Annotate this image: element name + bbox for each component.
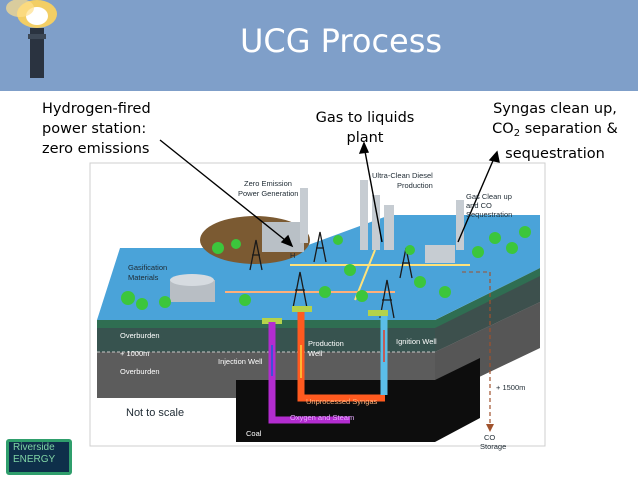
logo-line: ENERGY [13,454,56,465]
label-depth-1000: + 1000m [120,349,149,358]
callout-line: Hydrogen-fired [42,101,151,117]
label-depth-1500: + 1500m [496,383,525,392]
label-coal: Coal [246,429,262,438]
co-text: CO [492,121,514,137]
gtl-tower [372,195,380,250]
gasification-tank [170,280,215,302]
label-zero-emission: Zero Emission [244,179,292,188]
label-oxygen-steam: Oxygen and Steam [290,413,354,422]
label-h2: H [290,251,295,260]
label-ultra-clean: Ultra-Clean Diesel [372,171,433,180]
callout-line: Syngas clean up, [493,101,617,117]
label-overburden-bottom: Overburden [120,367,160,376]
label-zero-emission: Power Generation [238,189,298,198]
surface-edge [97,268,540,328]
callout-line: power station: [42,121,147,137]
cleanup-tower [456,200,464,250]
logo-line: Riverside [13,442,55,453]
gas-flare-icon [6,0,57,78]
title-bar [0,0,638,91]
cleanup-plant [425,245,455,263]
callout-line: sequestration [505,146,605,162]
riverside-energy-logo: Riverside ENERGY [6,439,72,475]
overburden-lower-layer [97,302,540,398]
gtl-tower [360,180,368,250]
production-well-pipe [297,312,385,402]
label-gasification: Materials [128,273,159,282]
wellhead-injection [262,318,282,324]
co-subscript: 2 [513,128,521,139]
chimney [300,188,308,243]
label-ignition-well: Ignition Well [396,337,437,346]
overburden-top-layer [97,268,540,352]
gtl-tower [384,205,394,250]
callout-syngas-cleanup: Syngas clean up, CO2 separation & seques… [480,99,630,164]
callout-text: separation & [520,121,618,137]
label-production-well: Well [308,349,323,358]
tree-group [121,226,531,310]
wellhead-ignition [368,310,388,316]
label-ultra-clean: Production [397,181,433,190]
label-gasification: Gasification [128,263,167,272]
label-overburden-top: Overburden [120,331,160,340]
callout-arrows [159,139,500,248]
callout-line: plant [346,130,384,146]
label-production-well: Production [308,339,344,348]
label-co2-storage: Storage [480,442,506,451]
wellhead-production [292,306,312,312]
callout-hydrogen-power: Hydrogen-fired power station: zero emiss… [42,99,192,159]
label-gas-cleanup: Sequestration [466,210,512,219]
label-gas-cleanup: and CO [466,201,492,210]
slide-title: UCG Process [239,22,443,60]
callout-line: zero emissions [42,141,150,157]
label-injection-well: Injection Well [218,357,263,366]
label-unprocessed-syngas: Unprocessed Syngas [306,397,378,406]
callout-gas-to-liquids: Gas to liquids plant [300,108,430,148]
callout-line: CO2 separation & [480,119,630,144]
callout-line: Gas to liquids [315,110,415,126]
side-face [435,268,540,398]
label-gas-cleanup: Gas Clean up [466,192,512,201]
label-co2-storage: CO [484,433,495,442]
label-not-to-scale: Not to scale [126,407,184,419]
